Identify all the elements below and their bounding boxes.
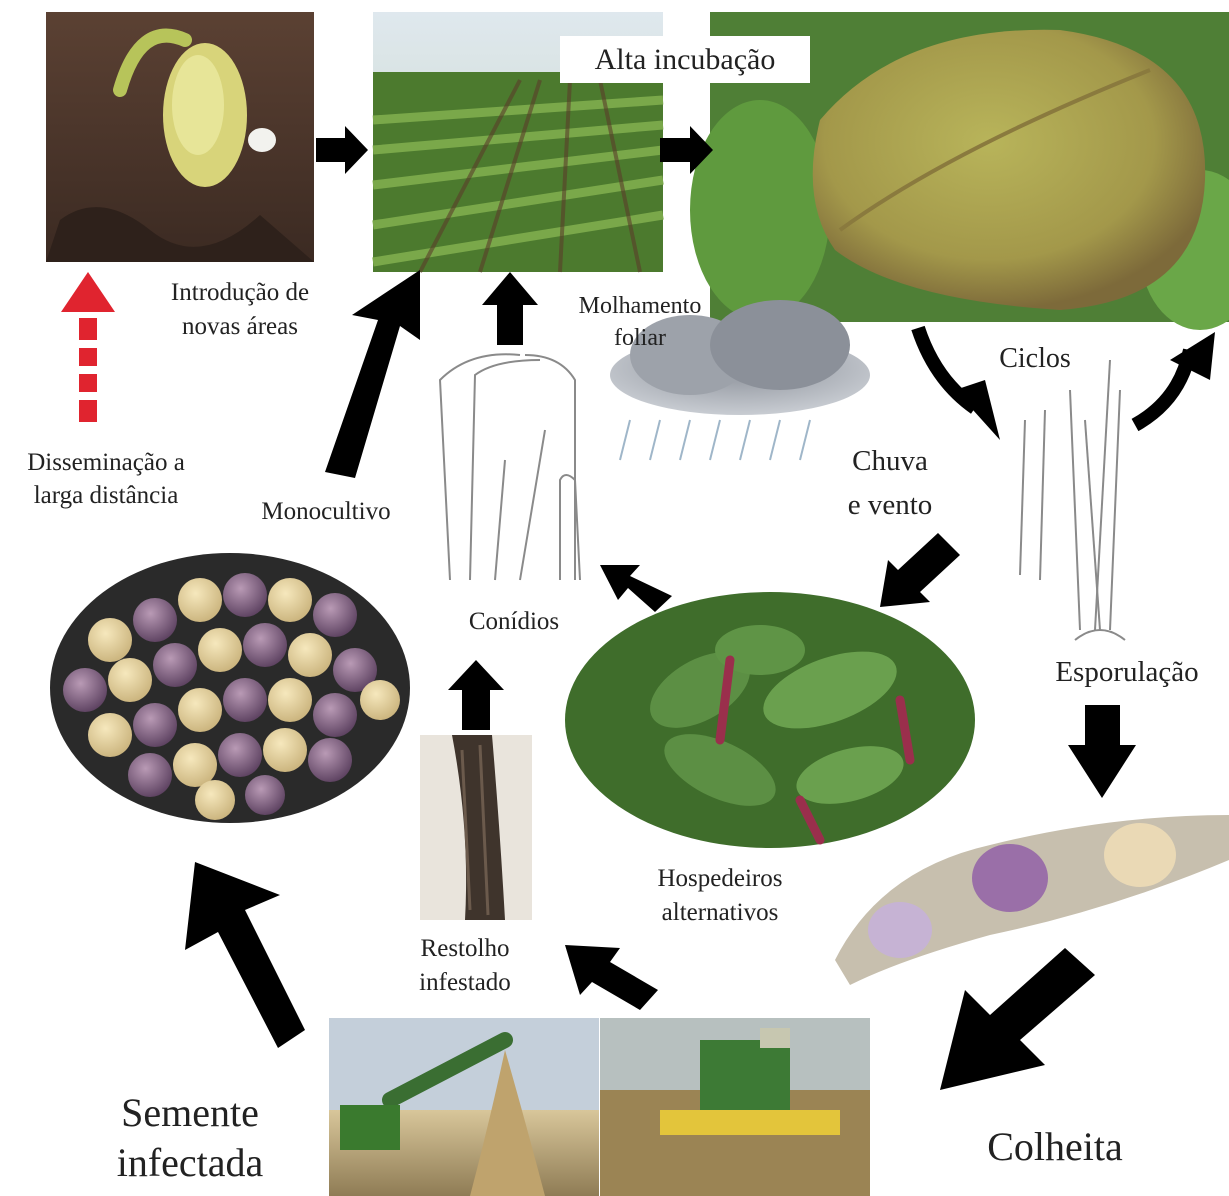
conidia-drawing — [440, 354, 580, 580]
label-cycles: Ciclos — [980, 340, 1090, 378]
label-alt-hosts-text: Hospedeiros alternativos — [630, 862, 810, 930]
arrow-pod-to-harvest — [940, 948, 1095, 1090]
harvest-photo-combine — [600, 1018, 870, 1196]
label-intro-new-areas-text: Introdução de novas áreas — [140, 276, 340, 344]
label-sporulation: Esporulação — [1025, 653, 1229, 692]
conidiophore-drawing — [1020, 360, 1125, 640]
alternative-hosts-photo — [565, 592, 975, 848]
arrow-seedling-to-field — [316, 126, 368, 174]
infected-pod-photo — [835, 815, 1229, 985]
label-leaf-wetness: Molhamento foliar — [550, 290, 730, 355]
arrow-sporulation-to-pod — [1068, 705, 1136, 798]
arrow-harvest-to-seed — [185, 862, 305, 1048]
label-infected-seed: Semente infectada — [70, 1088, 310, 1188]
label-harvest: Colheita — [960, 1120, 1150, 1174]
arrow-harvest-to-stubble — [565, 945, 658, 1010]
label-rain-wind: Chuva e vento — [815, 440, 965, 527]
label-long-distance: Disseminação a larga distância — [0, 445, 212, 514]
harvest-photo-grain — [329, 1018, 599, 1196]
label-alt-hosts: Hospedeiros alternativos — [630, 862, 810, 930]
label-stubble-text: Restolho infestado — [395, 932, 535, 1000]
label-conidia: Conídios — [446, 605, 582, 639]
arrow-stubble-to-conidia — [448, 660, 504, 730]
label-stubble: Restolho infestado — [395, 932, 535, 1000]
arrow-hosts-to-conidia — [600, 565, 672, 612]
label-high-incubation: Alta incubação — [560, 36, 810, 83]
dashed-arrow-long-distance — [61, 272, 115, 422]
arrow-conidia-to-field — [482, 272, 538, 345]
arrow-leaf-down-curve-head — [955, 380, 1000, 440]
label-rain-wind-text: Chuva e vento — [815, 440, 965, 527]
label-long-distance-text: Disseminação a larga distância — [0, 447, 212, 512]
label-leaf-wetness-text: Molhamento foliar — [550, 290, 730, 355]
label-infected-seed-text: Semente infectada — [70, 1088, 310, 1188]
infected-seeds-photo — [50, 553, 410, 823]
arrow-rain-to-hosts — [880, 533, 960, 607]
infested-stubble-photo — [420, 735, 532, 920]
label-intro-new-areas: Introdução de novas áreas — [140, 276, 340, 344]
label-monoculture: Monocultivo — [238, 495, 414, 529]
seedling-photo — [46, 12, 314, 262]
